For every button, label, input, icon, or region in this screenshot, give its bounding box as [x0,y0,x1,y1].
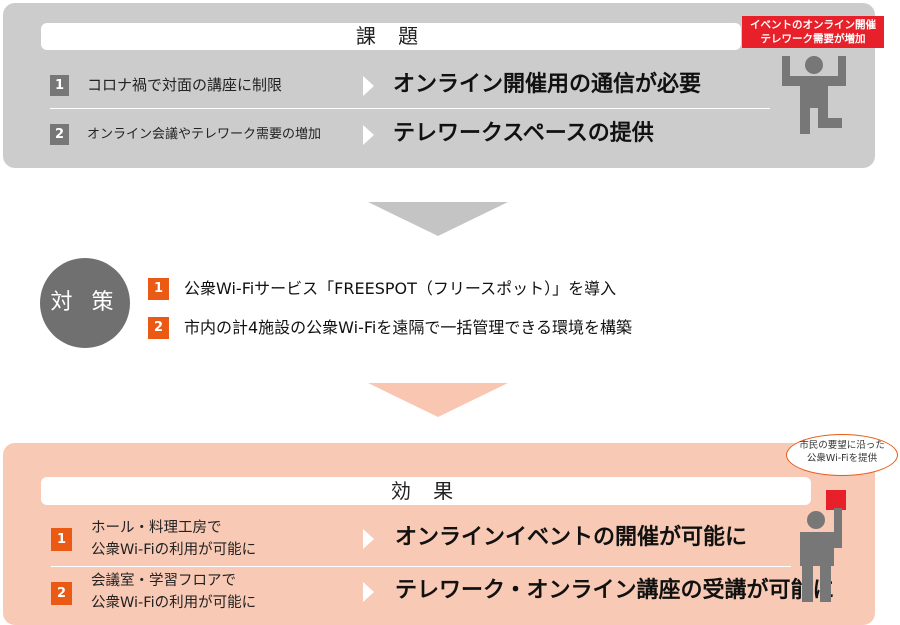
measure-text-1: 公衆Wi-Fiサービス「FREESPOT（フリースポット）」を導入 [184,279,617,298]
effect-arrow-1-icon [363,529,374,549]
issues-badge-line1: イベントのオンライン開催 [750,19,876,31]
effect-cause-1-line2: 公衆Wi-Fiの利用が可能に [91,542,257,558]
effect-number-1: 1 [51,528,72,551]
issue-number-1: 1 [50,75,69,96]
issue-arrow-2-icon [363,125,374,145]
issue-cause-1: コロナ禍で対面の講座に制限 [87,76,283,94]
effect-result-2: テレワーク・オンライン講座の受講が可能に [395,578,835,603]
effect-cause-2-line2: 公衆Wi-Fiの利用が可能に [91,595,257,611]
effects-panel: 効 果 1 ホール・料理工房で 公衆Wi-Fiの利用が可能に オンラインイベント… [3,443,875,625]
effect-cause-1: ホール・料理工房で 公衆Wi-Fiの利用が可能に [91,517,256,561]
effects-bubble-line2: 公衆Wi-Fiを提供 [806,453,878,464]
effect-result-1: オンラインイベントの開催が可能に [395,525,748,550]
effects-bubble: 市民の要望に沿った 公衆Wi-Fiを提供 [786,434,898,476]
effects-title: 効 果 [41,477,811,505]
issue-result-2: テレワークスペースの提供 [393,121,654,146]
effects-bubble-line1: 市民の要望に沿った [799,440,885,451]
effect-divider [51,566,791,567]
issue-cause-2: オンライン会議やテレワーク需要の増加 [87,127,322,142]
effect-arrow-2-icon [363,582,374,602]
measure-number-1: 1 [148,278,169,300]
issue-number-2: 2 [50,124,69,145]
issues-badge-line2: テレワーク需要が増加 [760,33,866,45]
person-holding-flag-icon [800,490,846,602]
measures-label: 対 策 [40,258,130,348]
person-arms-raised-icon [782,56,846,134]
effect-cause-1-line1: ホール・料理工房で [91,520,222,536]
down-arrow-peach-icon [368,383,508,417]
effect-cause-2-line1: 会議室・学習フロアで [91,573,236,589]
measure-text-2: 市内の計4施設の公衆Wi-Fiを遠隔で一括管理できる環境を構築 [184,318,633,337]
effect-number-2: 2 [51,582,72,605]
issue-result-1: オンライン開催用の通信が必要 [393,72,702,97]
effect-cause-2: 会議室・学習フロアで 公衆Wi-Fiの利用が可能に [91,570,256,614]
issues-badge: イベントのオンライン開催 テレワーク需要が増加 [742,16,884,48]
down-arrow-gray-icon [368,202,508,236]
issue-divider [50,108,770,109]
measure-number-2: 2 [148,317,169,339]
issues-title: 課 題 [41,23,741,50]
issue-arrow-1-icon [363,76,374,96]
issues-panel: 課 題 1 コロナ禍で対面の講座に制限 オンライン開催用の通信が必要 2 オンラ… [3,3,875,168]
